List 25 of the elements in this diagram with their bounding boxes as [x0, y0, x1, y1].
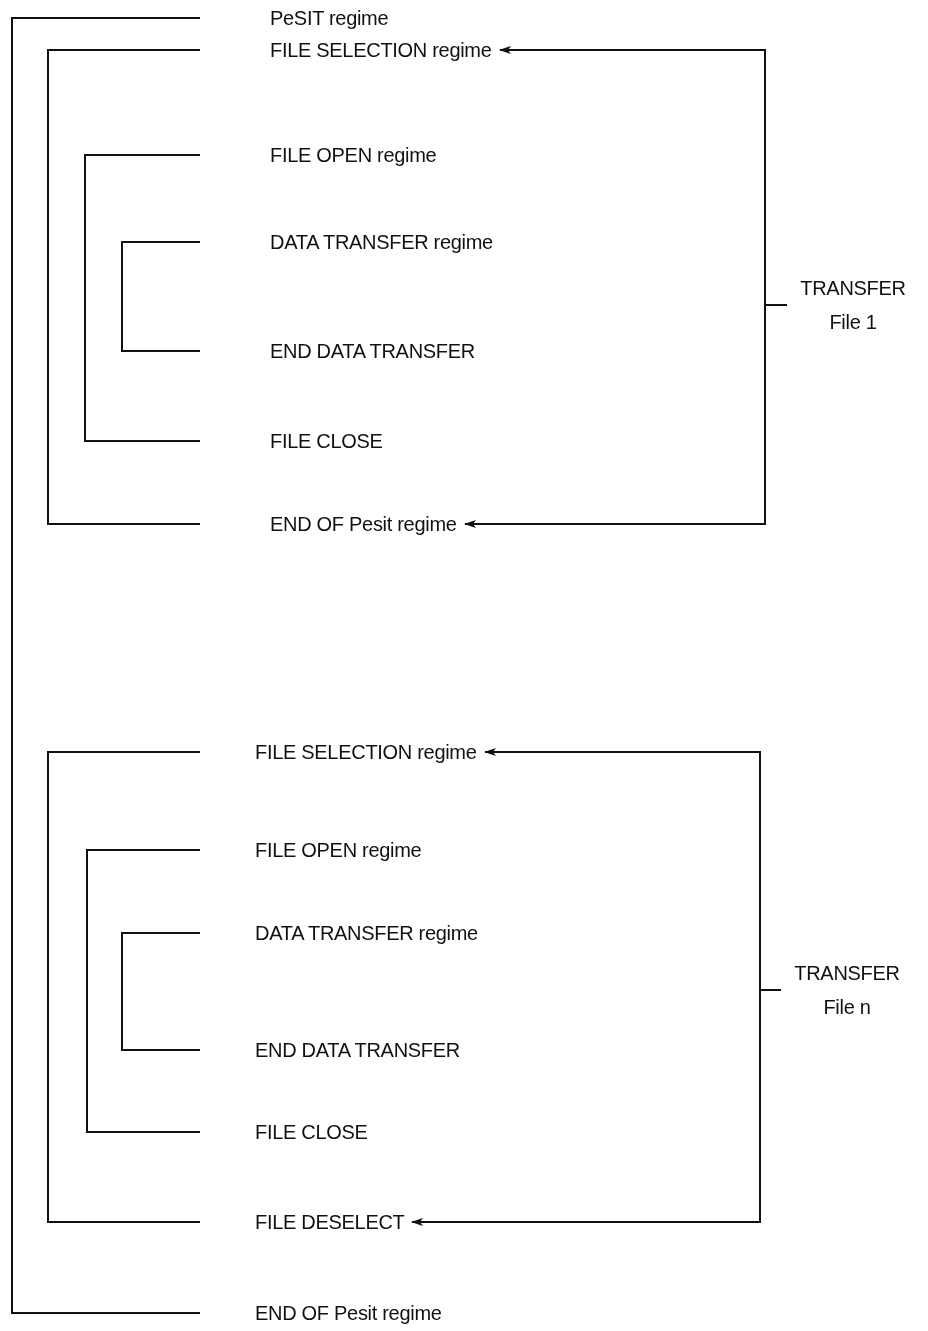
regime-label: END DATA TRANSFER: [270, 338, 475, 364]
regime-label: FILE DESELECT: [255, 1209, 405, 1235]
regime-label: END OF Pesit regime: [255, 1300, 442, 1326]
regime-label: FILE OPEN regime: [270, 142, 437, 168]
regime-label: FILE SELECTION regime: [270, 37, 492, 63]
bracket-label: TRANSFER File n: [787, 956, 907, 1024]
bracket-line: [86, 849, 201, 1133]
regime-label: END DATA TRANSFER: [255, 1037, 460, 1063]
regime-label: FILE CLOSE: [255, 1119, 368, 1145]
bracket-line: [84, 154, 201, 442]
bracket-label: TRANSFER File 1: [793, 271, 913, 339]
regime-label: PeSIT regime: [270, 5, 389, 31]
regime-label: DATA TRANSFER regime: [255, 920, 478, 946]
regime-label: END OF Pesit regime: [270, 511, 457, 537]
arrow: [464, 304, 788, 528]
bracket-line: [11, 17, 201, 1314]
bracket-line: [121, 241, 201, 352]
arrow: [411, 989, 782, 1226]
regime-label: FILE CLOSE: [270, 428, 383, 454]
regime-label: FILE SELECTION regime: [255, 739, 477, 765]
bracket-line: [47, 49, 201, 525]
bracket-line: [121, 932, 201, 1051]
regime-label: DATA TRANSFER regime: [270, 229, 493, 255]
regime-label: FILE OPEN regime: [255, 837, 422, 863]
bracket-line: [47, 751, 201, 1223]
